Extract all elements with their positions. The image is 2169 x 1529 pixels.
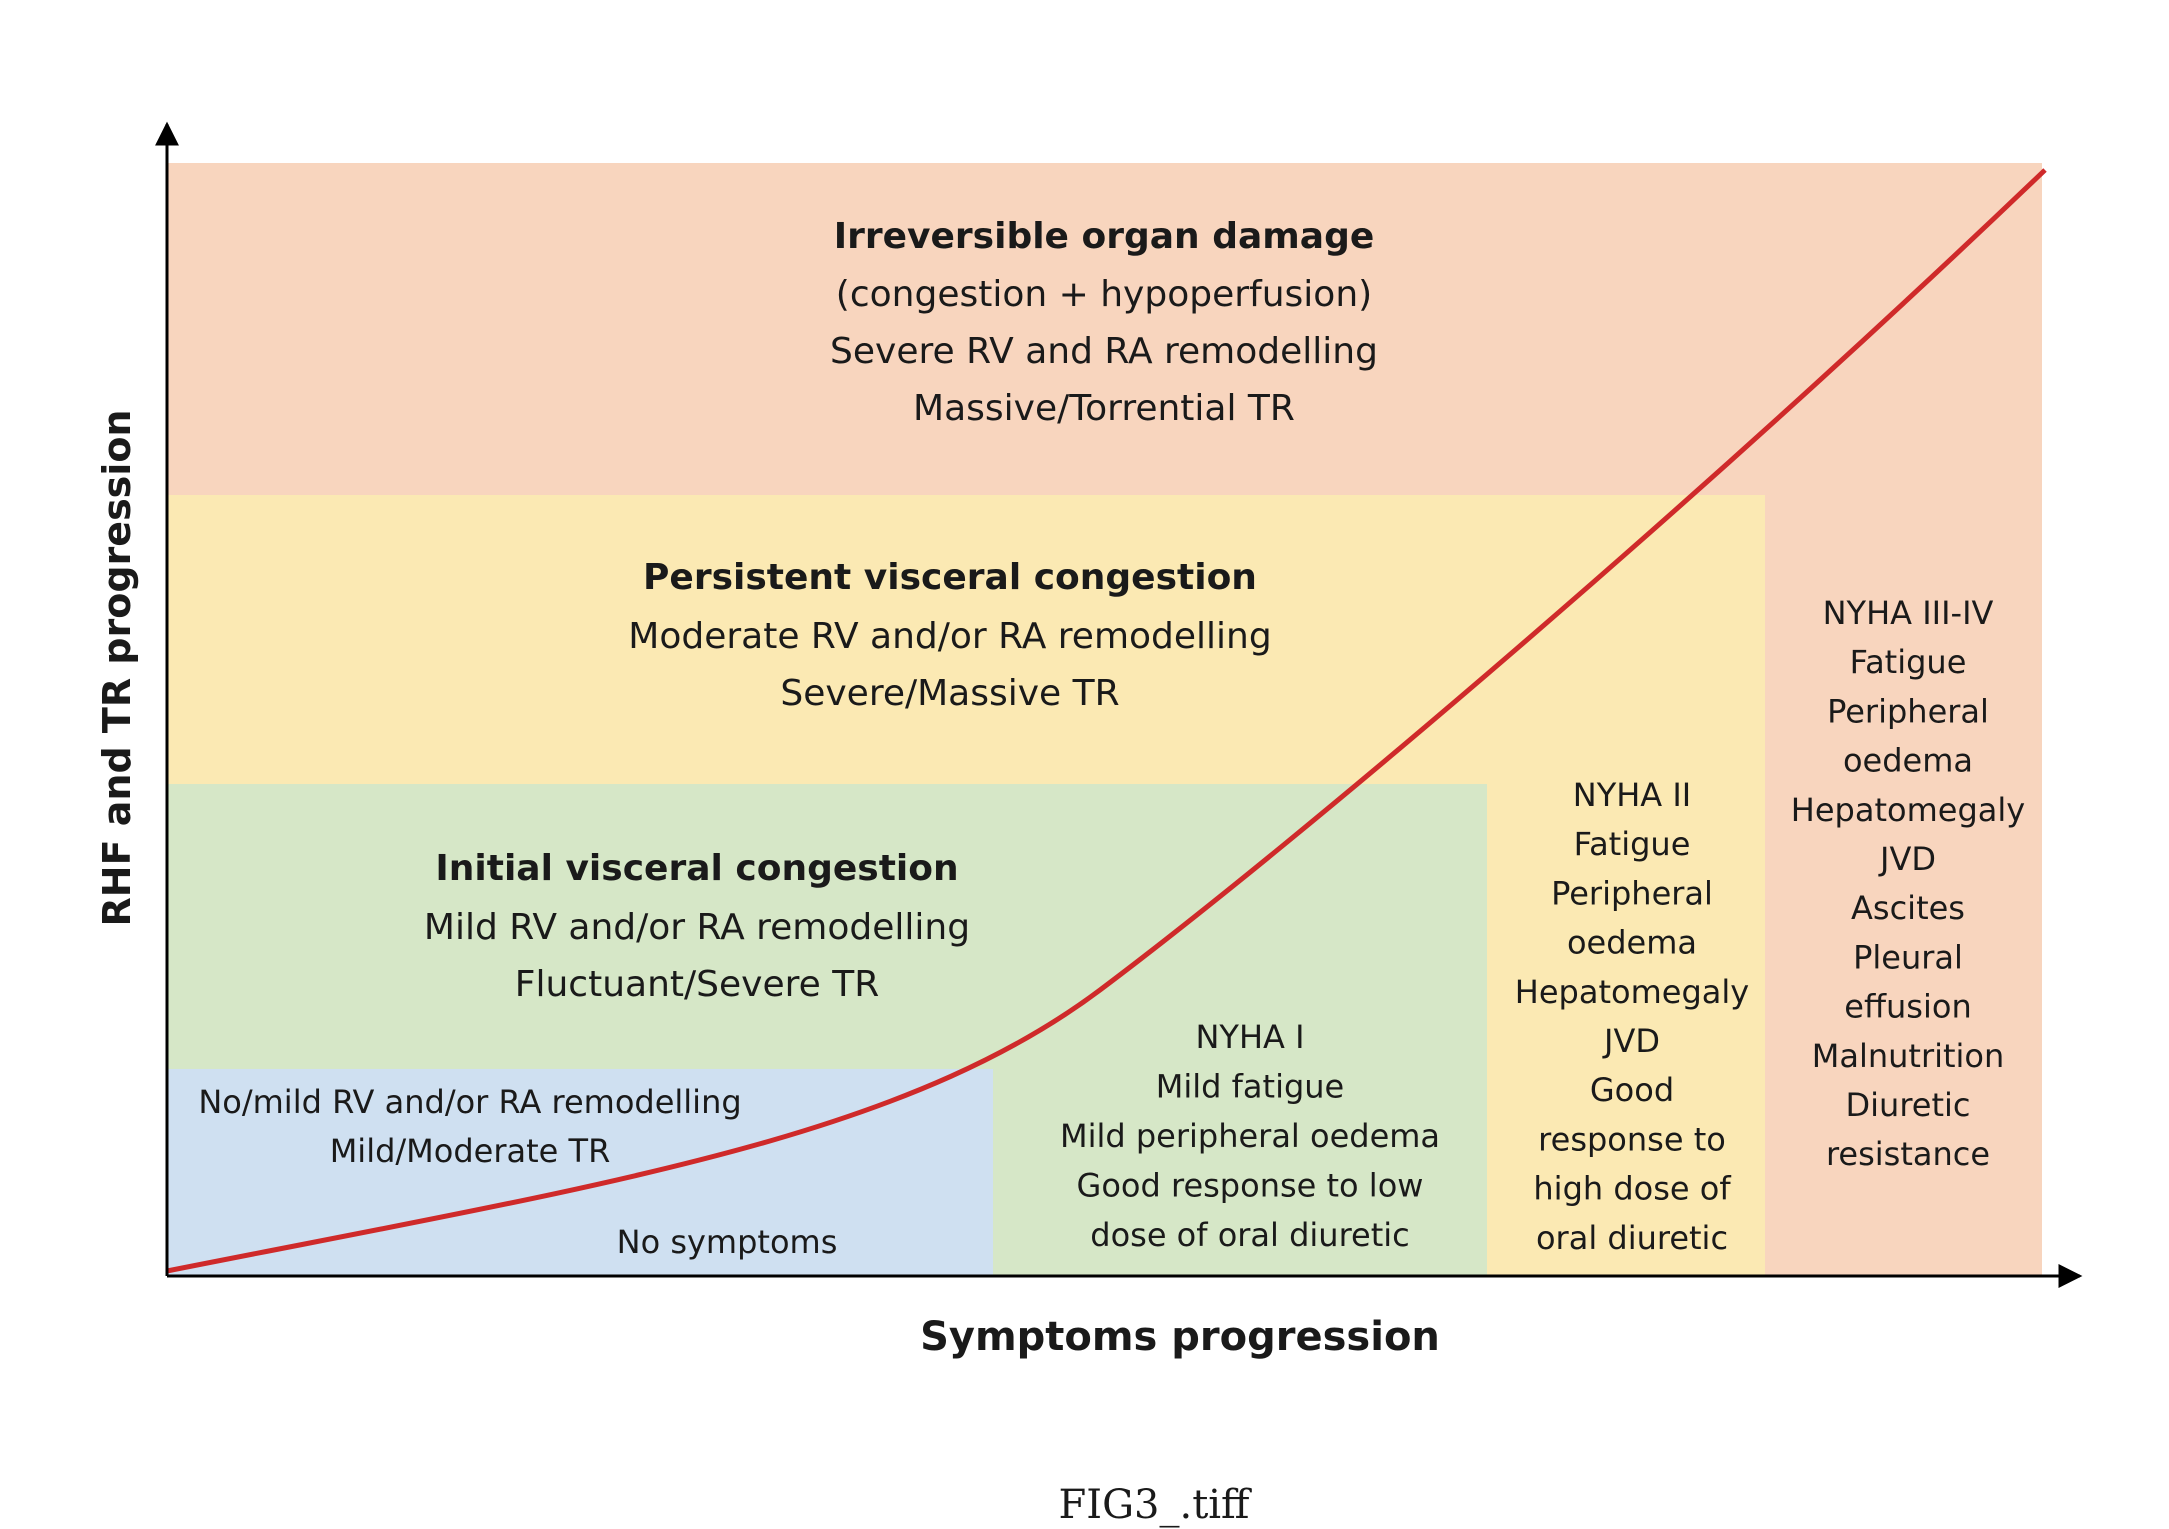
nyha2-symptom-line: JVD xyxy=(1602,1022,1660,1060)
nyha1-symptom-line: Mild peripheral oedema xyxy=(1060,1117,1440,1155)
persistent-zone xyxy=(167,495,1765,784)
x-axis-label: Symptoms progression xyxy=(920,1314,1440,1360)
nyha34-symptom-line: NYHA III-IV xyxy=(1823,594,1994,632)
nyha34-symptom-line: Ascites xyxy=(1851,889,1965,927)
nyha34-symptom-line: Malnutrition xyxy=(1812,1037,2005,1075)
irreversible-line-3: Massive/Torrential TR xyxy=(913,388,1295,429)
nyha2-symptom-line: oedema xyxy=(1567,924,1697,962)
persistent-title: Persistent visceral congestion xyxy=(643,557,1257,598)
nyha34-symptom-line: resistance xyxy=(1826,1135,1990,1173)
nyha34-column xyxy=(1765,495,2042,1276)
nyha34-symptom-line: Fatigue xyxy=(1850,643,1967,681)
initial-title: Initial visceral congestion xyxy=(435,848,958,889)
no-remodelling-line-2: Mild/Moderate TR xyxy=(330,1132,611,1170)
y-axis-label: RHF and TR progression xyxy=(95,410,139,927)
nyha34-symptom-line: Peripheral xyxy=(1827,692,1989,730)
nyha2-symptom-line: high dose of xyxy=(1533,1170,1731,1208)
initial-line-2: Fluctuant/Severe TR xyxy=(515,964,879,1005)
nyha2-column xyxy=(1487,784,1765,1276)
nyha1-symptom-line: Mild fatigue xyxy=(1156,1068,1344,1106)
nyha34-symptom-line: Pleural xyxy=(1853,938,1963,976)
irreversible-zone xyxy=(167,163,2042,495)
no-remodelling-line-1: No/mild RV and/or RA remodelling xyxy=(198,1083,741,1121)
nyha1-symptom-line: NYHA I xyxy=(1195,1018,1304,1056)
nyha2-symptom-line: Peripheral xyxy=(1551,874,1713,912)
nyha1-symptom-line: dose of oral diuretic xyxy=(1090,1216,1410,1254)
nyha34-symptom-line: oedema xyxy=(1843,742,1973,780)
progression-curve xyxy=(166,168,2047,1274)
nyha2-symptom-line: response to xyxy=(1538,1120,1726,1158)
irreversible-line-2: Severe RV and RA remodelling xyxy=(830,331,1378,372)
irreversible-title: Irreversible organ damage xyxy=(834,216,1375,257)
initial-line-1: Mild RV and/or RA remodelling xyxy=(424,907,970,948)
nyha2-symptom-line: Fatigue xyxy=(1574,825,1691,863)
nyha34-symptom-line: effusion xyxy=(1844,988,1971,1026)
persistent-line-2: Severe/Massive TR xyxy=(780,673,1119,714)
nyha34-symptom-line: Diuretic xyxy=(1846,1086,1971,1124)
nyha2-symptom-line: oral diuretic xyxy=(1536,1219,1728,1257)
nyha2-symptom-line: Hepatomegaly xyxy=(1515,973,1749,1011)
persistent-line-1: Moderate RV and/or RA remodelling xyxy=(628,616,1271,657)
nyha34-symptom-line: JVD xyxy=(1878,840,1936,878)
initial-zone xyxy=(167,784,1487,1069)
no-symptoms-label: No symptoms xyxy=(617,1223,838,1261)
nyha2-symptom-line: Good xyxy=(1590,1071,1674,1109)
nyha2-symptom-line: NYHA II xyxy=(1573,776,1691,814)
irreversible-line-1: (congestion + hypoperfusion) xyxy=(836,274,1372,315)
nyha1-symptom-line: Good response to low xyxy=(1077,1167,1424,1205)
nyha1-column xyxy=(993,1069,1487,1276)
nyha34-symptom-line: Hepatomegaly xyxy=(1791,791,2025,829)
figure-caption: FIG3_.tiff xyxy=(1059,1482,1253,1528)
